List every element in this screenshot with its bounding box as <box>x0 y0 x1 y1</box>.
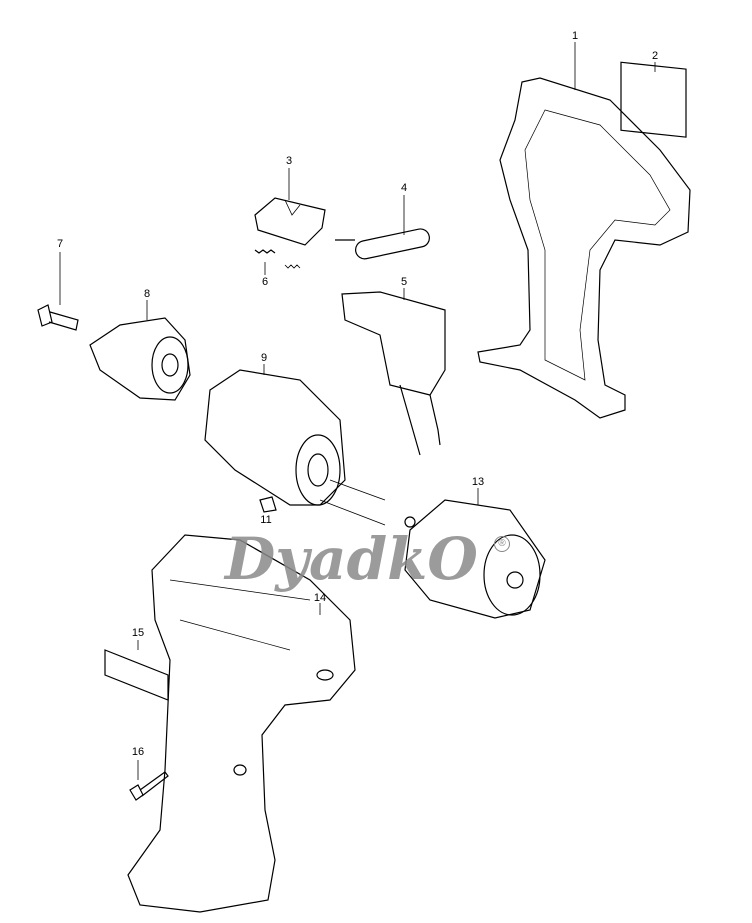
part-6-spring <box>254 249 276 254</box>
part-16-screw <box>129 771 169 801</box>
label-part-14: 14 <box>313 592 327 604</box>
part-5-switch <box>341 291 446 396</box>
label-part-11: 11 <box>260 514 272 526</box>
leader-lines <box>59 42 656 780</box>
label-part-5: 5 <box>400 276 408 288</box>
label-part-3: 3 <box>285 155 293 167</box>
label-part-15: 15 <box>131 627 145 639</box>
part-15-label <box>104 649 169 701</box>
label-part-8: 8 <box>143 288 151 300</box>
label-part-7: 7 <box>56 238 64 250</box>
watermark-logo: DyadkO <box>225 525 478 593</box>
part-13-motor <box>404 499 546 619</box>
part-9-gearbox <box>204 369 346 506</box>
part-11-screw <box>259 496 277 513</box>
part-2-label <box>620 61 687 138</box>
registered-mark: ® <box>494 536 510 552</box>
label-part-6: 6 <box>261 276 269 288</box>
part-1-housing <box>477 77 691 419</box>
label-part-9: 9 <box>260 352 268 364</box>
label-part-16: 16 <box>131 746 145 758</box>
part-7-screw <box>37 304 79 331</box>
part-3-lever <box>254 197 326 246</box>
part-8-chuck <box>89 317 191 401</box>
part-14-housing <box>127 534 356 913</box>
part-4-pin <box>355 228 430 260</box>
label-part-1: 1 <box>571 30 579 42</box>
label-part-2: 2 <box>651 50 659 62</box>
label-part-13: 13 <box>471 476 485 488</box>
label-part-4: 4 <box>400 182 408 194</box>
